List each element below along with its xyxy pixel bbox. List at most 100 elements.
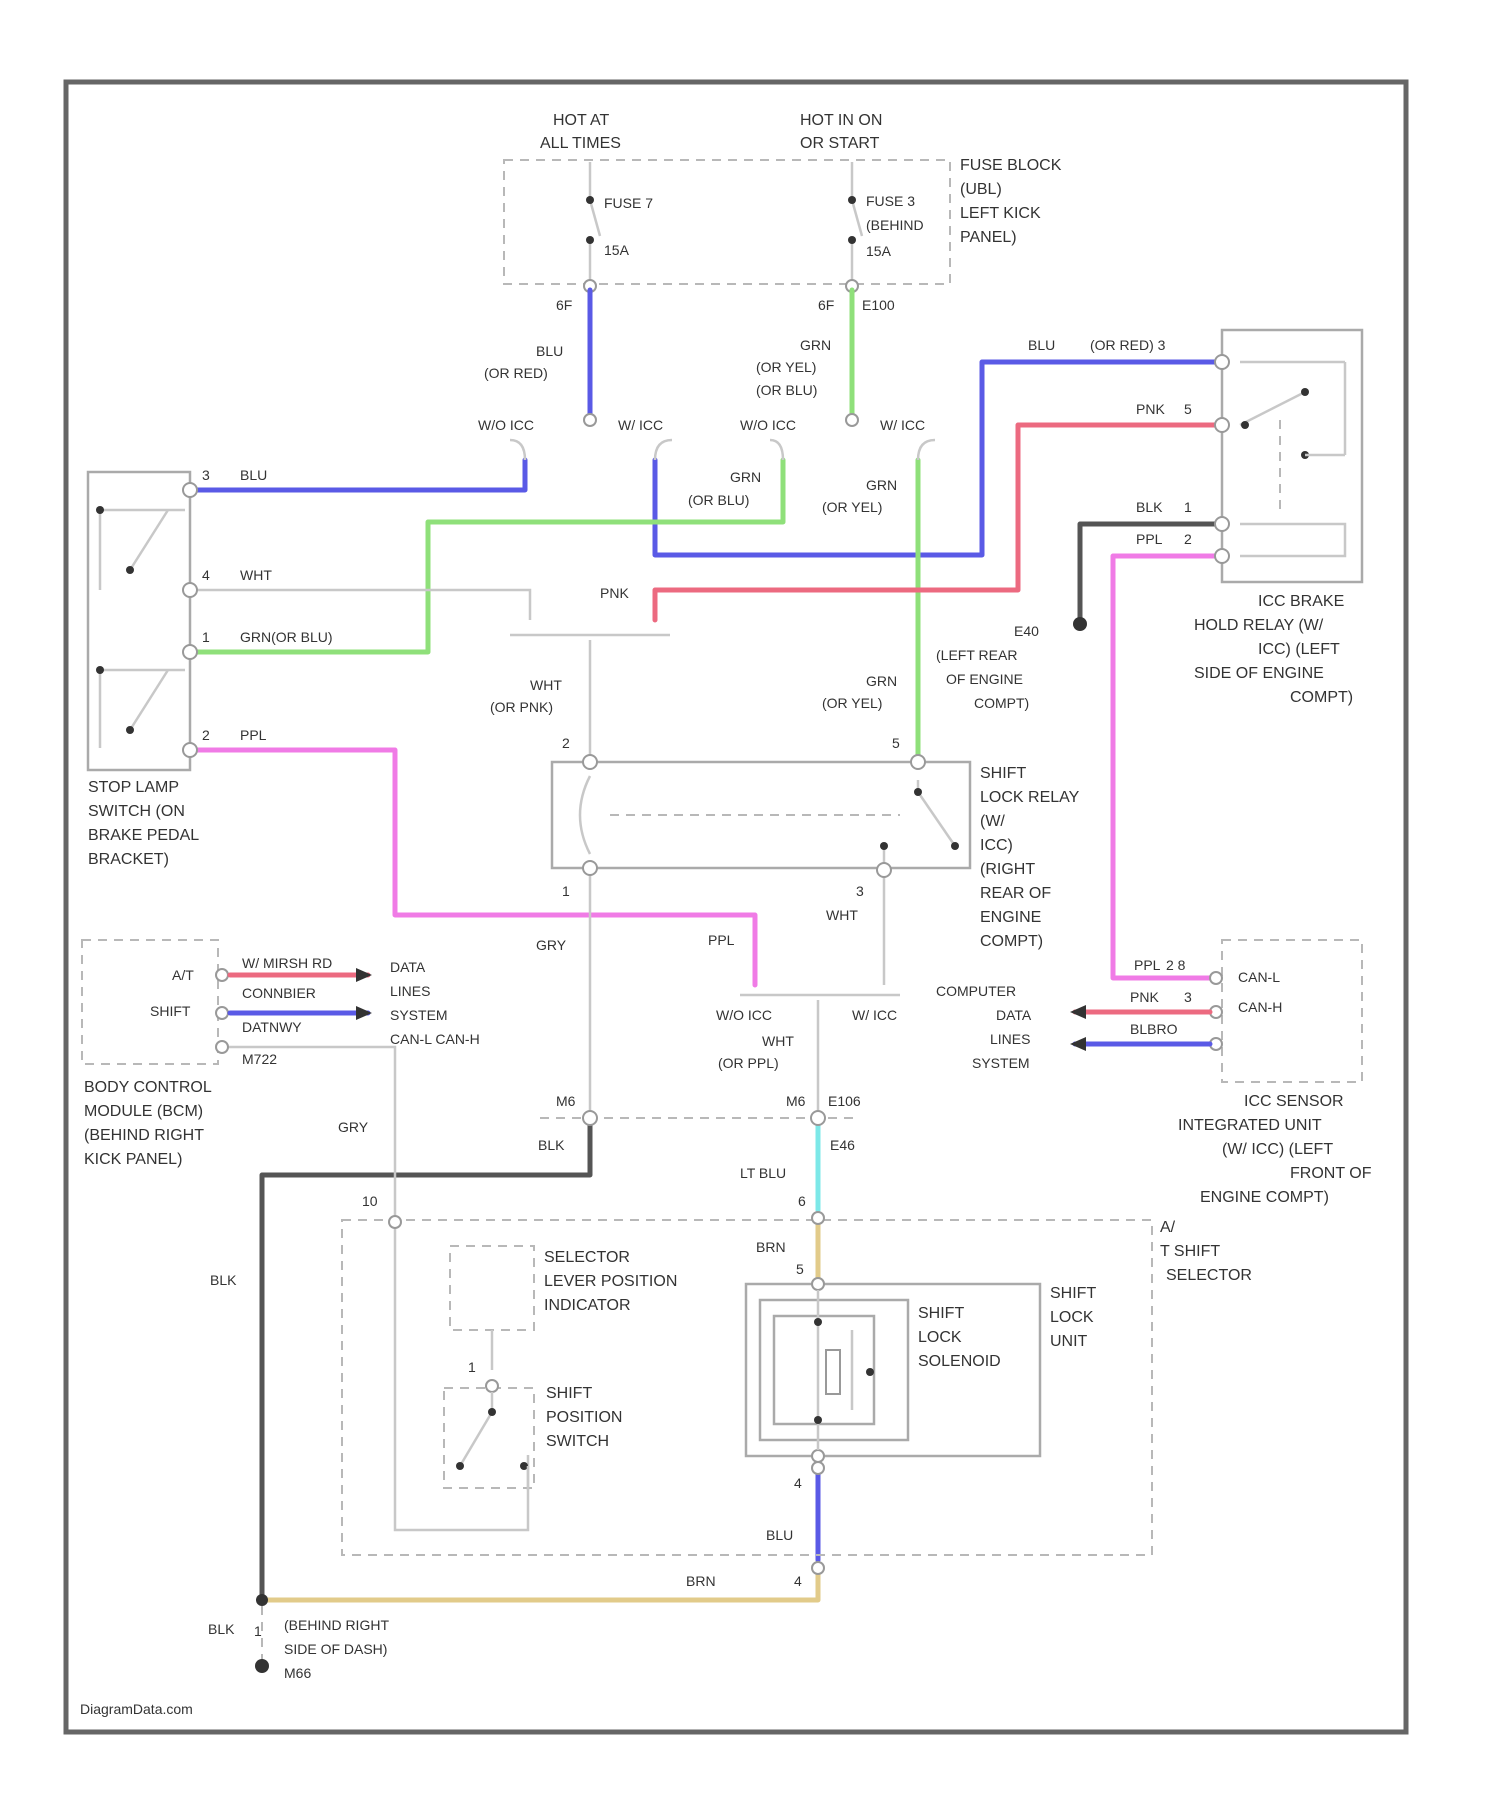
relay-pin-3: 3 [856, 883, 864, 899]
label-wht-relay: WHT [826, 907, 858, 923]
label-blu: BLU [536, 343, 563, 359]
shift-lock-relay-label-2: LOCK RELAY [980, 789, 1080, 806]
label-wo-icc-c: W/O ICC [716, 1007, 772, 1023]
wires [190, 290, 1222, 1600]
pin-6f-a: 6F [556, 297, 572, 313]
stop-pin-1: 1 [202, 629, 210, 645]
pin-5: 5 [796, 1261, 804, 1277]
pin-6: 6 [798, 1193, 806, 1209]
bcm-label-4: KICK PANEL) [84, 1151, 182, 1168]
icc-brake-hold-relay: BLU (OR RED) 3 PNK 5 BLK 1 PPL 2 E40 (LE… [936, 330, 1362, 711]
label-grn-or-blu-1: GRN [730, 469, 761, 485]
pin-4b: 4 [794, 1573, 802, 1589]
fuse-block-label-2: (UBL) [960, 181, 1002, 198]
icc-relay-wire-blk: BLK [1136, 499, 1163, 515]
relay-pin-2: 2 [562, 735, 570, 751]
label-w-icc-b: W/ ICC [880, 417, 925, 433]
connector-e46: E46 [830, 1137, 855, 1153]
icc-relay-pin-1: 1 [1184, 499, 1192, 515]
pin-1: 1 [468, 1359, 476, 1375]
label-gry-mid: GRY [536, 937, 567, 953]
bcm-data-3: SYSTEM [390, 1007, 448, 1023]
bcm-shift: SHIFT [150, 1003, 191, 1019]
icc-relay-label-3: ICC) (LEFT [1258, 641, 1340, 658]
label-w-icc-c: W/ ICC [852, 1007, 897, 1023]
connector-m6-a: M6 [556, 1093, 576, 1109]
icc-sensor-pin-2: 3 [1184, 989, 1192, 1005]
position-switch-label-2: POSITION [546, 1409, 622, 1426]
label-wo-icc-a: W/O ICC [478, 417, 534, 433]
hot-in-on-1: HOT IN ON [800, 112, 882, 129]
shift-lock-relay-label-3: (W/ [980, 813, 1005, 830]
icc-sensor-label-3: (W/ ICC) (LEFT [1222, 1141, 1333, 1158]
icc-relay-label-1: ICC BRAKE [1258, 593, 1344, 610]
bcm-wire-top: W/ MIRSH RD [242, 955, 332, 971]
icc-computer-1: COMPUTER [936, 983, 1016, 999]
bcm-data-4: CAN-L CAN-H [390, 1031, 480, 1047]
shift-selector-label-3: SELECTOR [1166, 1267, 1252, 1284]
label-or-blu: (OR BLU) [756, 382, 817, 398]
label-grn-or-blu-2: (OR BLU) [688, 492, 749, 508]
label-grn-or-yel-a-2: (OR YEL) [822, 499, 882, 515]
shift-lock-relay-label-4: ICC) [980, 837, 1013, 854]
stop-wire-blu: BLU [240, 467, 267, 483]
label-grn-or-yel-a-1: GRN [866, 477, 897, 493]
icc-relay-pin-5: 5 [1184, 401, 1192, 417]
indicator-label-2: LEVER POSITION [544, 1273, 677, 1290]
diagram-frame [66, 82, 1406, 1732]
junction-e100: E100 [862, 297, 895, 313]
label-wht-or-pnk-2: (OR PNK) [490, 699, 553, 715]
ground-e40-1: E40 [1014, 623, 1039, 639]
bcm-data-1: DATA [390, 959, 426, 975]
stop-lamp-label-4: BRACKET) [88, 851, 169, 868]
shift-selector-label-1: A/ [1160, 1219, 1176, 1236]
label-wht-or-ppl-2: (OR PPL) [718, 1055, 779, 1071]
shift-lock-relay: 2 5 1 3 SHIFT LOCK RELAY (W/ ICC) (RIGHT… [552, 735, 1080, 950]
ground-m66-label-1: (BEHIND RIGHT [284, 1617, 389, 1633]
lock-unit-label-1: SHIFT [1050, 1285, 1096, 1302]
watermark: DiagramData.com [80, 1701, 193, 1717]
label-blk-mid: BLK [538, 1137, 565, 1153]
bcm-label-1: BODY CONTROL [84, 1079, 212, 1096]
icc-sensor-wire-pnk: PNK [1130, 989, 1159, 1005]
icc-relay-label-5: COMPT) [1290, 689, 1353, 706]
fuse-block-label-3: LEFT KICK [960, 205, 1041, 222]
label-grn-or-yel-b-2: (OR YEL) [822, 695, 882, 711]
icc-relay-wire-pnk: PNK [1136, 401, 1165, 417]
solenoid-label-1: SHIFT [918, 1305, 964, 1322]
lock-unit-label-2: LOCK [1050, 1309, 1094, 1326]
ground-pin: 1 [254, 1623, 262, 1639]
label-gry-left: GRY [338, 1119, 369, 1135]
icc-sensor-pin-1: 2 8 [1166, 957, 1186, 973]
icc-sensor-wire-ppl: PPL [1134, 957, 1161, 973]
label-or-red: (OR RED) [484, 365, 548, 381]
shift-lock-relay-label-1: SHIFT [980, 765, 1026, 782]
solenoid-label-3: SOLENOID [918, 1353, 1001, 1370]
stop-lamp-switch: 3 BLU 4 WHT 1 GRN(OR BLU) 2 PPL STOP LAM… [88, 467, 333, 868]
icc-sensor-can-h: CAN-H [1238, 999, 1282, 1015]
fuse3-rating: 15A [866, 243, 892, 259]
label-brn-top: BRN [756, 1239, 786, 1255]
fuse-block-label-4: PANEL) [960, 229, 1017, 246]
bcm-data-2: LINES [390, 983, 430, 999]
pin-6f-b: 6F [818, 297, 834, 313]
indicator-label-3: INDICATOR [544, 1297, 631, 1314]
label-pnk-mid: PNK [600, 585, 629, 601]
label-brn-bottom: BRN [686, 1573, 716, 1589]
fuse3-note: (BEHIND [866, 217, 924, 233]
icc-relay-label-2: HOLD RELAY (W/ [1194, 617, 1324, 634]
icc-sensor-wire-blbro: BLBRO [1130, 1021, 1178, 1037]
stop-pin-4: 4 [202, 567, 210, 583]
shift-selector-label-2: T SHIFT [1160, 1243, 1220, 1260]
label-grn-or-yel-b-1: GRN [866, 673, 897, 689]
stop-wire-ppl: PPL [240, 727, 267, 743]
label-wht-or-pnk-1: WHT [530, 677, 562, 693]
icc-relay-wire-ppl: PPL [1136, 531, 1163, 547]
shift-lock-relay-label-5: (RIGHT [980, 861, 1035, 878]
ground-e40-4: COMPT) [974, 695, 1029, 711]
shift-lock-relay-label-6: REAR OF [980, 885, 1051, 902]
ground-e40-2: (LEFT REAR [936, 647, 1017, 663]
fuse-block: HOT AT ALL TIMES HOT IN ON OR START FUSE… [504, 112, 1062, 313]
bcm-wire-low: DATNWY [242, 1019, 302, 1035]
